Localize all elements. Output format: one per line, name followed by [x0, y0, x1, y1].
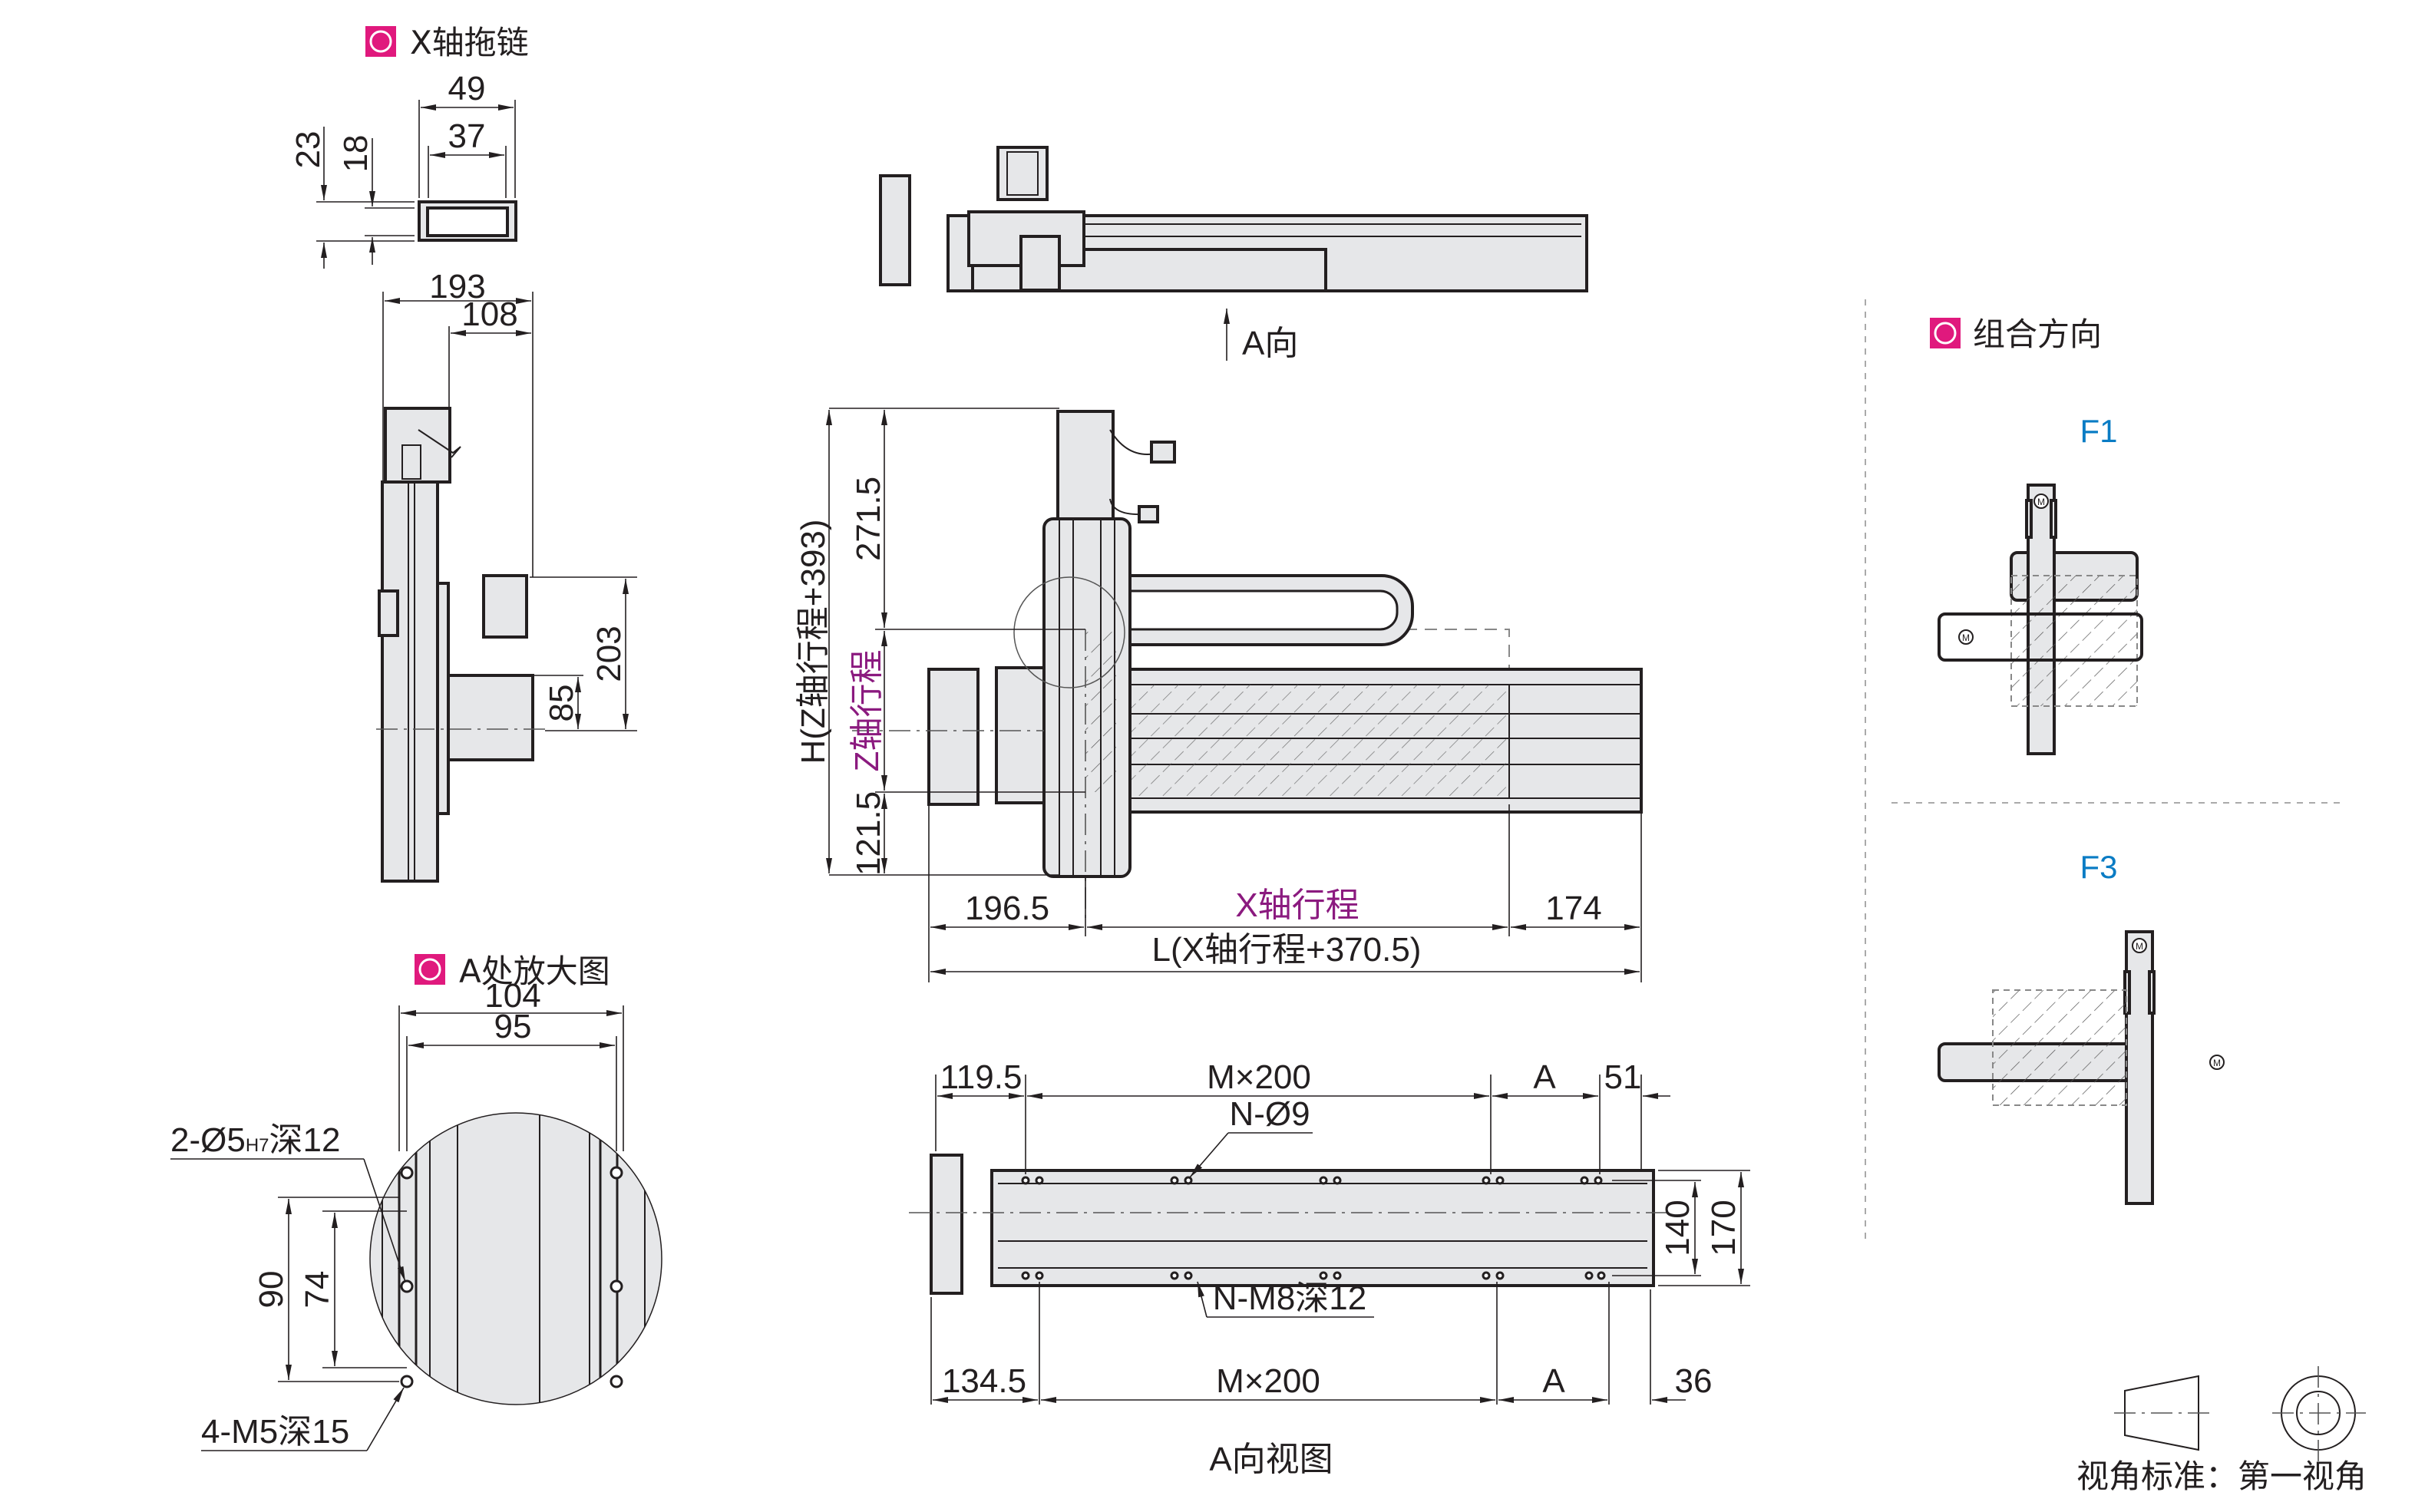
dim-a-bottom-a: A: [1542, 1362, 1565, 1400]
z-motor-front: [1056, 410, 1115, 520]
x-carriage-side: [447, 674, 534, 761]
dim-a-height-inner: 140: [1659, 1200, 1696, 1256]
dim-lower-height: 121.5: [850, 791, 887, 876]
section-marker-icon: [365, 26, 396, 57]
dim-detail-height-outer: 90: [253, 1271, 290, 1309]
dim-side-offset-width: 108: [461, 295, 517, 333]
label-pin-holes: 2-Ø5H7深12: [170, 1121, 340, 1159]
detail-a-callout: [1013, 576, 1125, 688]
detail-a-title: A处放大图: [459, 952, 610, 990]
dim-chain-outer-height: 23: [289, 131, 327, 169]
dim-a-bottom-right: 36: [1675, 1362, 1713, 1400]
combo-f1: F1 M M: [1938, 413, 2143, 755]
combination-section: 组合方向 F1 M M F3 M M: [1865, 299, 2341, 1243]
side-view: 193 108 203 85: [376, 268, 637, 883]
dim-a-top-pitch: M×200: [1207, 1058, 1311, 1096]
combination-title: 组合方向: [1973, 315, 2102, 353]
a-view: 119.5 M×200 A 51 N-Ø9 N-M8深12 134.5 M×20…: [909, 1058, 1750, 1478]
dim-a-bottom-pitch: M×200: [1216, 1362, 1320, 1400]
x-motor-side: [482, 574, 528, 639]
dim-left-offset: 196.5: [965, 890, 1049, 927]
circles-icon: [2272, 1366, 2366, 1461]
drag-chain-title: X轴拖链: [410, 24, 529, 61]
label-tapped-holes: 4-M5深15: [201, 1413, 349, 1451]
dim-detail-height-inner: 74: [299, 1271, 336, 1309]
label-holes-top: N-Ø9: [1229, 1095, 1310, 1133]
svg-text:M: M: [2037, 497, 2045, 507]
x-motor-top: [879, 174, 911, 286]
dim-detail-width-inner: 95: [494, 1008, 532, 1045]
a-view-title: A向视图: [1209, 1441, 1333, 1478]
dim-chain-inner-height: 18: [337, 135, 375, 173]
dim-right-offset: 174: [1545, 890, 1601, 927]
label-holes-bottom: N-M8深12: [1213, 1279, 1367, 1317]
projection-symbol: 视角标准：第一视角: [2076, 1366, 2367, 1495]
z-axis-body: [381, 480, 439, 883]
dim-upper-height: 271.5: [850, 477, 887, 561]
dim-z-stroke: Z轴行程: [848, 650, 886, 772]
dim-side-total-width: 193: [429, 268, 485, 305]
dim-chain-outer-width: 49: [448, 70, 486, 107]
drag-chain-section: X轴拖链 49 37 23 18: [289, 24, 529, 269]
dim-a-top-a: A: [1533, 1058, 1556, 1096]
z-motor-top: [996, 146, 1049, 201]
mounting-holes: [1021, 1176, 1606, 1280]
section-marker-icon: [415, 954, 445, 985]
detail-a-section: A处放大图 104 95 90: [170, 952, 662, 1451]
x-motor-a-view: [930, 1154, 963, 1295]
dim-detail-width-outer: 104: [484, 977, 540, 1015]
dim-total-length: L(X轴行程+370.5): [1152, 931, 1422, 969]
svg-text:M: M: [2136, 941, 2143, 952]
svg-text:M: M: [2213, 1058, 2221, 1068]
dim-side-height-upper: 203: [590, 626, 628, 682]
frustum-icon: [2114, 1375, 2209, 1451]
combo-f3-label: F3: [2080, 849, 2117, 885]
dim-a-top-left: 119.5: [940, 1058, 1022, 1096]
x-axis-body-a-view: [990, 1169, 1655, 1287]
dim-chain-inner-width: 37: [448, 117, 486, 155]
dim-a-bottom-left: 134.5: [942, 1362, 1026, 1400]
arrow-a-label: A向: [1242, 325, 1298, 362]
section-marker-icon: [1930, 318, 1961, 348]
dim-total-height: H(Z轴行程+393): [795, 519, 832, 764]
drag-chain-inner: [426, 206, 509, 237]
x-motor: [927, 668, 980, 806]
front-view: H(Z轴行程+393) 271.5 Z轴行程 121.5 196.5 X轴行程 …: [795, 408, 1643, 982]
dim-side-height-lower: 85: [543, 685, 580, 722]
dim-x-stroke: X轴行程: [1235, 886, 1359, 924]
svg-text:M: M: [1962, 632, 1970, 643]
dim-a-height-outer: 170: [1705, 1200, 1743, 1256]
top-view: A向: [879, 146, 1588, 362]
projection-label: 视角标准：第一视角: [2076, 1458, 2367, 1495]
dim-a-top-right: 51: [1604, 1058, 1642, 1096]
combo-f3: F3 M M: [1938, 849, 2225, 1205]
combo-f1-label: F1: [2080, 413, 2117, 449]
